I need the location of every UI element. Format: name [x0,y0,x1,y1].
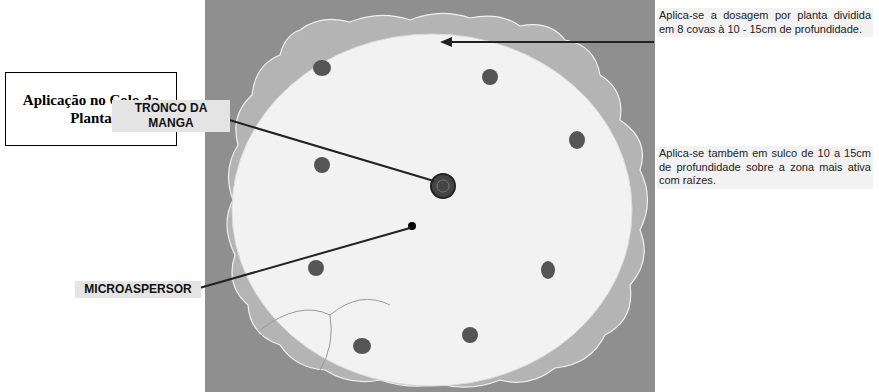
leader-lines [196,42,654,289]
trunk [431,174,455,198]
furrow-note: Aplica-se também em sulco de 10 a 15cm d… [657,146,873,189]
wetted-zone [232,34,632,386]
application-holes [308,60,585,354]
canopy [227,13,648,387]
trunk-label: TRONCO DA MANGA [112,100,230,132]
sprinkler-label: MICROASPERSOR [75,281,201,298]
hole-note: Aplica-se a dosagem por planta dividida … [657,8,873,37]
arrowhead [440,37,452,47]
soil-crack [260,299,390,370]
ground [205,0,655,392]
trunk-ring [437,180,449,192]
